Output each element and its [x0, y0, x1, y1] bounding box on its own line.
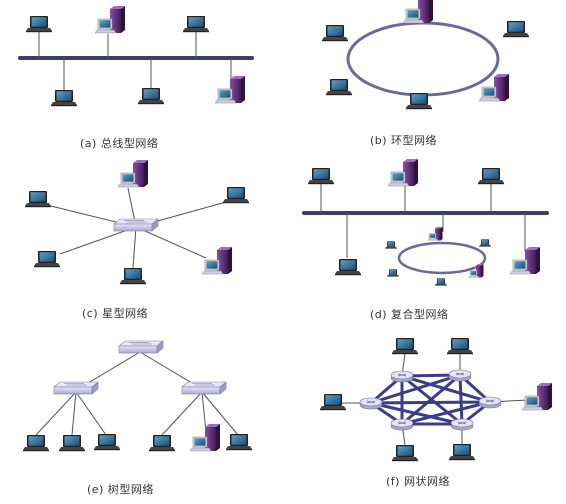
mesh-topology-diagram [320, 338, 553, 462]
caption-tree: (e) 树型网络 [87, 483, 154, 496]
caption-compound: (d) 复合型网络 [370, 308, 449, 321]
laptop-icon [392, 338, 418, 355]
laptop-icon [479, 239, 491, 247]
laptop-icon [435, 278, 447, 286]
switch-icon [118, 340, 164, 354]
laptop-icon [26, 16, 52, 33]
laptop-icon [503, 21, 529, 38]
server-icon [189, 423, 221, 452]
laptop-icon [23, 435, 49, 452]
laptop-icon [183, 16, 209, 33]
server-icon [402, 0, 434, 24]
caption-ring: (b) 环型网络 [370, 134, 438, 147]
mesh-links [369, 373, 492, 426]
laptop-icon [138, 88, 164, 105]
server-icon [509, 246, 541, 275]
laptop-icon [34, 251, 60, 268]
laptop-icon [449, 444, 475, 461]
ring-topology-diagram [322, 0, 529, 110]
switch-icon [53, 381, 99, 395]
laptop-icon [322, 25, 348, 42]
laptop-icon [447, 338, 473, 355]
router-icon [359, 397, 383, 410]
laptop-icon [223, 187, 249, 204]
server-icon [117, 159, 149, 188]
server-icon [214, 75, 246, 104]
server-icon [94, 5, 126, 34]
bus-topology-diagram [18, 5, 254, 107]
ring-loop [397, 241, 487, 275]
laptop-icon [326, 79, 352, 96]
server-icon [201, 246, 233, 275]
server-icon [478, 73, 510, 102]
laptop-icon [335, 259, 361, 276]
compound-topology-diagram [302, 158, 549, 286]
laptop-icon [149, 435, 175, 452]
ring-loop [346, 21, 500, 97]
server-icon [427, 226, 443, 241]
laptop-icon [308, 168, 334, 185]
router-icon [390, 370, 414, 383]
caption-mesh: (f) 网状网络 [386, 475, 450, 488]
router-icon [448, 369, 472, 382]
laptop-icon [25, 191, 51, 208]
switch-icon [113, 218, 159, 232]
laptop-icon [478, 168, 504, 185]
laptop-icon [59, 435, 85, 452]
laptop-icon [387, 269, 399, 277]
caption-bus: (a) 总线型网络 [80, 137, 159, 150]
switch-icon [181, 381, 227, 395]
tree-topology-diagram [23, 340, 252, 452]
router-icon [390, 418, 414, 431]
laptop-icon [320, 394, 346, 411]
server-icon [521, 382, 553, 411]
router-icon [450, 418, 474, 431]
caption-star: (c) 星型网络 [82, 307, 149, 320]
laptop-icon [392, 445, 418, 462]
server-icon [387, 158, 419, 187]
router-icon [478, 396, 502, 409]
laptop-icon [120, 268, 146, 285]
laptop-icon [226, 434, 252, 451]
server-icon [468, 263, 484, 278]
laptop-icon [385, 241, 397, 249]
star-topology-diagram [25, 159, 249, 285]
laptop-icon [94, 434, 120, 451]
laptop-icon [51, 90, 77, 107]
